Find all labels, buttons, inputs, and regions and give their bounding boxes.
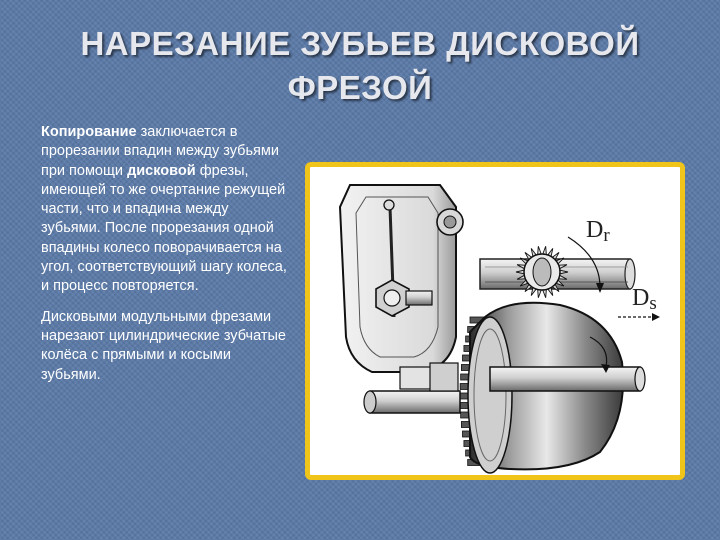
body-text: Копирование заключается в прорезании впа… xyxy=(41,123,291,396)
term-disk: дисковой xyxy=(127,162,196,179)
label-dr-main: D xyxy=(586,217,603,243)
term-copying: Копирование xyxy=(41,124,137,140)
label-ds-sub: s xyxy=(649,293,656,314)
label-ds-main: D xyxy=(632,285,649,311)
label-dr-sub: r xyxy=(603,225,610,246)
slide-title-line1: НАРЕЗАНИЕ ЗУБЬЕВ ДИСКОВОЙ xyxy=(80,25,640,62)
machine-arm xyxy=(338,184,464,373)
slide-title: НАРЕЗАНИЕ ЗУБЬЕВ ДИСКОВОЙ ФРЕЗОЙ xyxy=(20,22,700,110)
paragraph-copying: Копирование заключается в прорезании впа… xyxy=(41,123,291,297)
label-dr: Dr xyxy=(586,217,610,246)
gear-cutting-illustration: Dr Ds xyxy=(338,184,660,474)
slide-title-line2: ФРЕЗОЙ xyxy=(287,69,433,106)
gear-mandrel xyxy=(363,362,646,414)
paragraph-copying-part1: заключается в прорезании впадин между зу… xyxy=(41,124,279,179)
paragraph-copying-part2: фрезы, имеющей то же очертание режущей ч… xyxy=(41,162,287,295)
rotation-arrow-cutter xyxy=(567,236,604,293)
feed-arrow xyxy=(618,313,660,321)
figure-frame: Dr Ds xyxy=(305,162,685,480)
paragraph-modular-cutters: Дисковыми модульными фрезами нарезают ци… xyxy=(41,308,286,383)
rotation-arrow-wheel xyxy=(589,336,610,373)
disk-cutter xyxy=(515,246,569,298)
label-ds: Ds xyxy=(632,285,657,314)
